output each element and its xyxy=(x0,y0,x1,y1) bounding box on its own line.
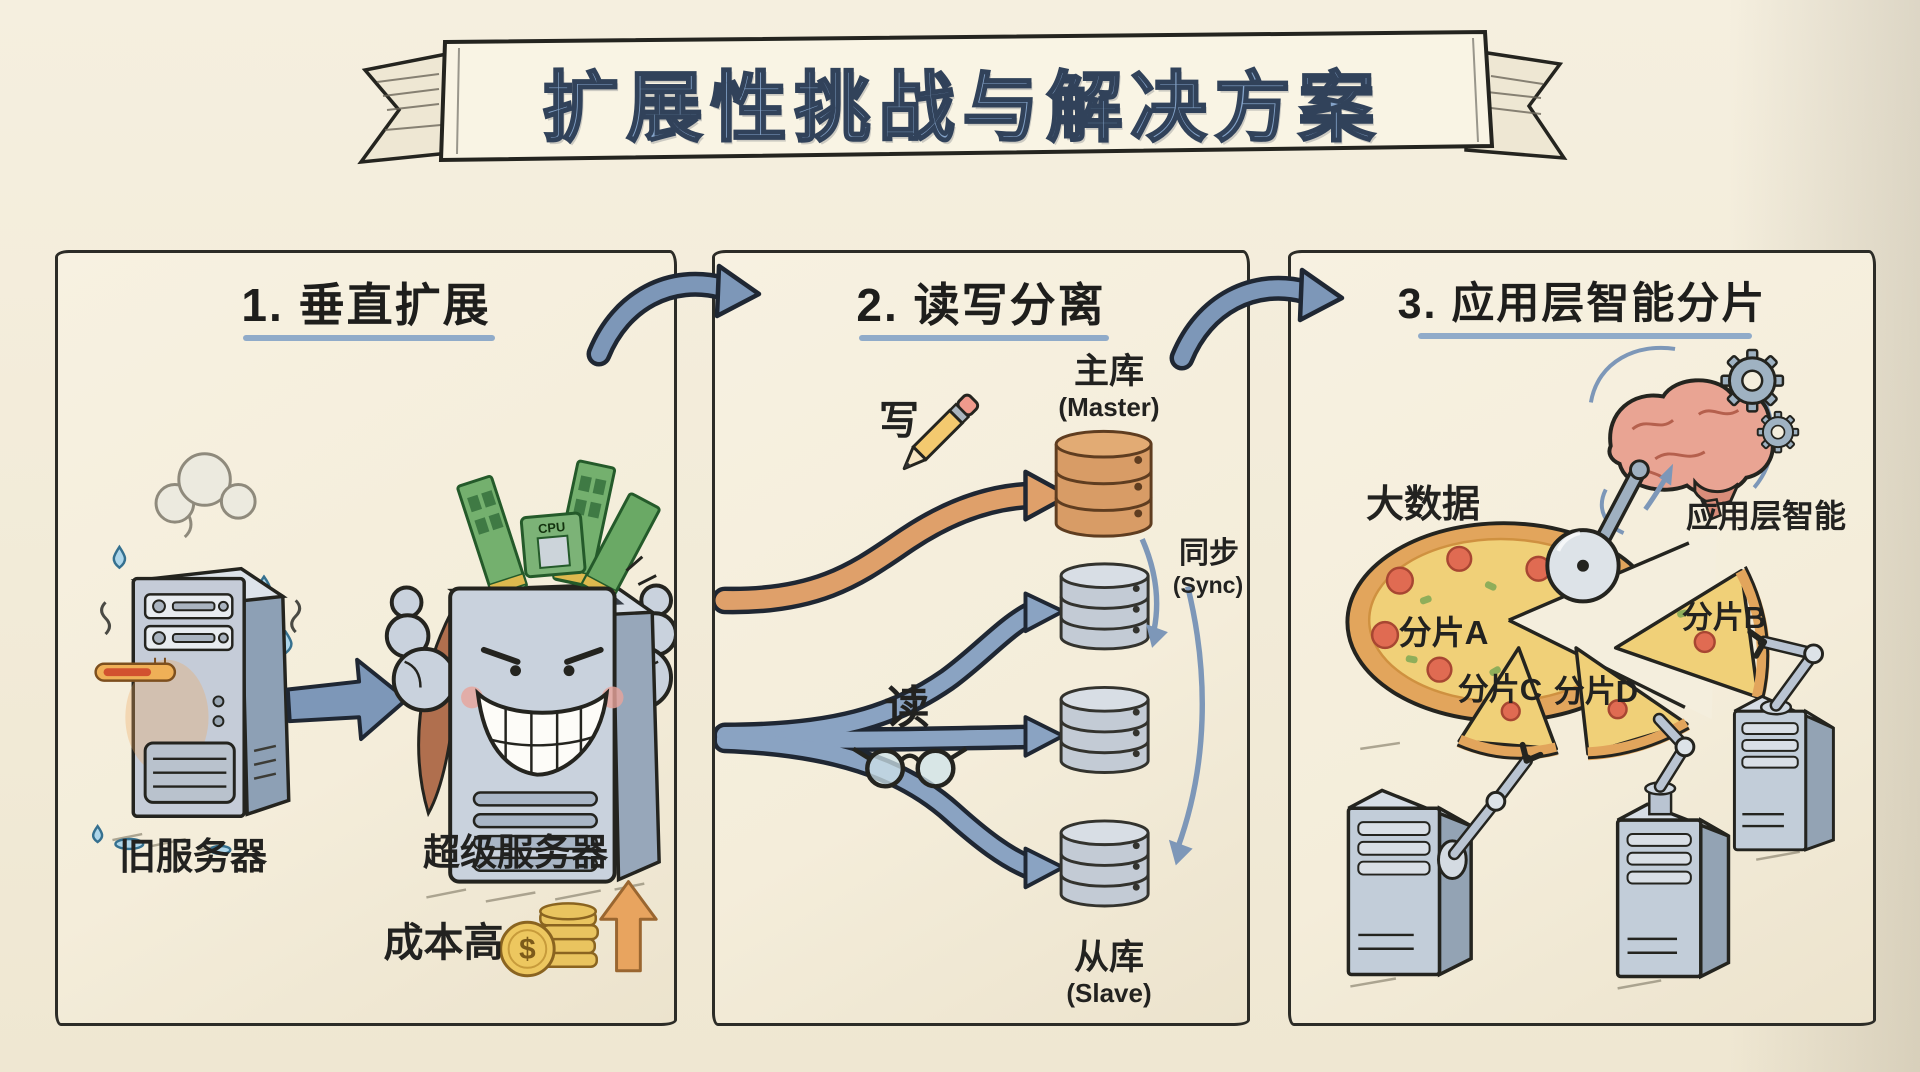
slave-db-icon-3 xyxy=(1059,819,1150,908)
slave-label: 从库 xyxy=(1073,938,1144,977)
panel-app-sharding: 3. 应用层智能分片 xyxy=(1288,250,1876,1026)
robot-arm-left xyxy=(1436,741,1544,881)
panel1-title: 1. 垂直扩展 xyxy=(241,279,491,331)
gear-icon-small xyxy=(1756,410,1800,454)
panel2-title: 2. 读写分离 xyxy=(856,279,1106,331)
thermometer-icon xyxy=(94,657,177,682)
app-intelligence-label: 应用层智能 xyxy=(1685,498,1846,534)
cpu-chip-label: CPU xyxy=(537,519,565,536)
idea-arrow xyxy=(1643,463,1674,511)
sharding-illustration xyxy=(1345,346,1835,990)
panel-read-write-split: 2. 读写分离 xyxy=(712,250,1250,1026)
super-server-label: 超级服务器 xyxy=(423,832,608,873)
server-tower-middle xyxy=(1615,802,1731,980)
shake-marks xyxy=(100,599,302,636)
read-arrows xyxy=(715,591,1066,890)
shard-c-label: 分片C xyxy=(1457,672,1543,707)
write-arrow xyxy=(715,469,1072,615)
sync-sub-label: (Sync) xyxy=(1172,572,1244,598)
cost-label: 成本高 xyxy=(383,921,504,965)
master-db-icon xyxy=(1054,429,1153,538)
server-tower-right xyxy=(1732,694,1835,852)
slave-db-icon-2 xyxy=(1059,685,1150,774)
vertical-scaling-illustration: CPU xyxy=(91,452,674,978)
panel3-title-underline xyxy=(1418,333,1752,339)
coins-icon: $ xyxy=(499,902,599,978)
robot-arm-right xyxy=(1747,629,1825,716)
glasses-icon xyxy=(852,746,968,789)
gear-icon-large xyxy=(1720,348,1785,413)
bay-details xyxy=(152,599,229,645)
shard-a-label: 分片A xyxy=(1398,614,1489,651)
panel1-title-underline xyxy=(243,335,495,341)
ribbon-banner: 扩展性挑战与解决方案 xyxy=(345,10,1580,175)
ribbon-shape xyxy=(357,29,1568,165)
panel2-title-underline xyxy=(859,335,1109,341)
flow-arrow-2 xyxy=(1169,267,1345,371)
old-server-illustration xyxy=(94,566,291,818)
slave-db-icon-1 xyxy=(1059,562,1150,651)
flow-arrow-1 xyxy=(586,263,762,367)
sparkle-marks xyxy=(625,555,657,586)
panel-vertical-scaling: 1. 垂直扩展 xyxy=(55,250,677,1026)
master-sub-label: (Master) xyxy=(1058,392,1160,422)
pencil-icon xyxy=(902,393,980,471)
cost-up-arrow-icon xyxy=(599,880,658,973)
pizza-slice-c xyxy=(1456,646,1559,760)
write-label: 写 xyxy=(879,399,919,443)
cerebellum xyxy=(1693,477,1740,506)
big-data-label: 大数据 xyxy=(1365,484,1480,526)
vent-slats xyxy=(472,791,598,872)
upgrade-arrow-icon xyxy=(285,657,409,741)
sync-arrows xyxy=(1139,538,1205,866)
read-label: 读 xyxy=(884,682,930,733)
pizza-slice-b xyxy=(1613,566,1770,702)
brain-stem xyxy=(1703,498,1723,521)
slave-sub-label: (Slave) xyxy=(1066,978,1152,1008)
smoke-icon xyxy=(154,452,257,539)
ribbon-hatch xyxy=(376,73,1544,131)
sync-label: 同步 xyxy=(1179,537,1239,570)
shard-b-label: 分片B xyxy=(1681,600,1767,635)
super-server-illustration: CPU xyxy=(384,459,674,884)
pizza-cutter-icon xyxy=(1545,459,1650,604)
pizza-notch xyxy=(1508,531,1717,720)
muscle-arm-left-icon xyxy=(384,585,458,713)
master-label: 主库 xyxy=(1073,352,1144,391)
read-write-illustration xyxy=(715,393,1205,908)
ribbon-creases xyxy=(456,37,1479,155)
robot-arm-middle xyxy=(1644,712,1696,816)
server-tower-left xyxy=(1346,788,1473,978)
panel3-title: 3. 应用层智能分片 xyxy=(1397,280,1767,328)
cpu-chip-icon: CPU xyxy=(519,511,587,579)
shard-d-label: 分片D xyxy=(1553,674,1639,709)
ground-shading xyxy=(1350,741,1800,990)
old-server-label: 旧服务器 xyxy=(119,836,267,877)
page-title: 扩展性挑战与解决方案 xyxy=(541,65,1383,153)
dollar-sign: $ xyxy=(519,933,536,966)
ribbon-band xyxy=(438,29,1495,163)
